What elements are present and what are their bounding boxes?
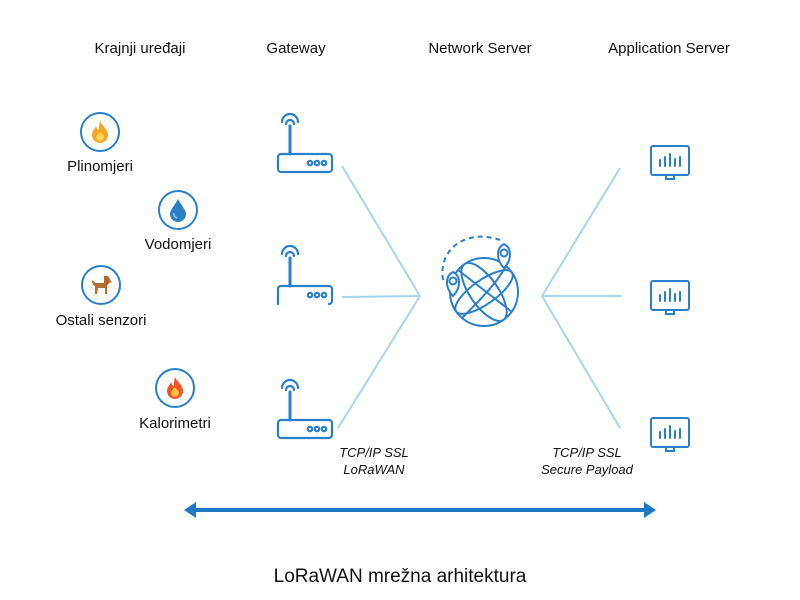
monitor-chart-icon bbox=[650, 417, 690, 452]
link-gateway-2 bbox=[341, 295, 421, 298]
device-label-plinomjeri: Plinomjeri bbox=[67, 158, 133, 175]
device-label-ostali-senzori: Ostali senzori bbox=[55, 312, 147, 329]
protocol-right-line1: TCP/IP SSL bbox=[552, 445, 622, 460]
link-gateway-1 bbox=[341, 165, 421, 297]
water-drop-icon bbox=[158, 190, 198, 230]
dog-icon bbox=[81, 265, 121, 305]
router-icon bbox=[276, 378, 334, 440]
device-label-kalorimetri: Kalorimetri bbox=[139, 415, 211, 432]
protocol-left-line1: TCP/IP SSL bbox=[339, 445, 409, 460]
diagram-caption: LoRaWAN mrežna arhitektura bbox=[273, 566, 527, 587]
protocol-right-line2: Secure Payload bbox=[541, 462, 633, 477]
router-icon bbox=[276, 112, 334, 174]
link-appserver-1 bbox=[541, 167, 621, 297]
protocol-label-right: TCP/IP SSL Secure Payload bbox=[541, 444, 633, 478]
flame-icon bbox=[80, 112, 120, 152]
link-gateway-3 bbox=[337, 295, 421, 429]
monitor-chart-icon bbox=[650, 145, 690, 180]
protocol-left-line2: LoRaWAN bbox=[343, 462, 405, 477]
double-arrow bbox=[184, 502, 656, 518]
column-title-gateway: Gateway bbox=[266, 40, 326, 57]
device-label-vodomjeri: Vodomjeri bbox=[144, 236, 212, 253]
server-links bbox=[541, 167, 621, 429]
fire-icon bbox=[155, 368, 195, 408]
column-title-application-server: Application Server bbox=[608, 40, 730, 57]
monitor-chart-icon bbox=[650, 280, 690, 315]
link-appserver-3 bbox=[541, 295, 621, 429]
gateway-links bbox=[337, 165, 421, 429]
arrow-left-head bbox=[184, 502, 196, 518]
router-icon bbox=[276, 244, 334, 306]
protocol-label-left: TCP/IP SSL LoRaWAN bbox=[339, 444, 409, 478]
globe-location-icon bbox=[441, 235, 519, 327]
column-title-network-server: Network Server bbox=[428, 40, 532, 57]
arrow-right-head bbox=[644, 502, 656, 518]
column-title-end-devices: Krajnji uređaji bbox=[94, 40, 186, 57]
